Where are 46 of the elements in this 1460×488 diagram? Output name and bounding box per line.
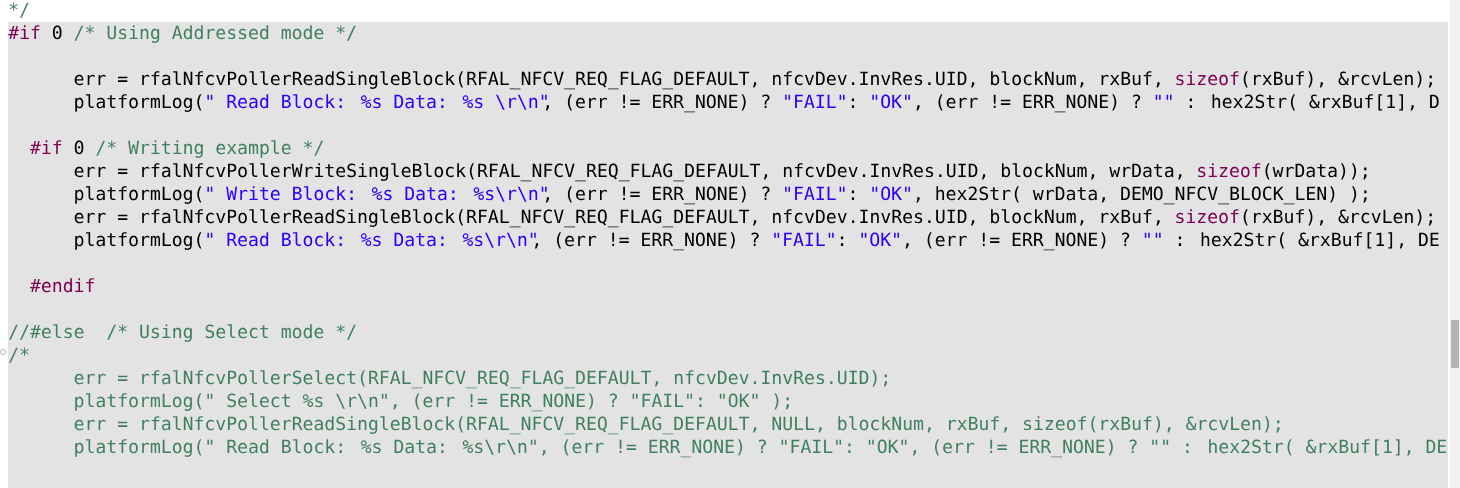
- code-text: : hex2Str( &rxBuf[1], D: [1189, 94, 1439, 111]
- code-comment: */: [9, 2, 29, 18]
- code-string: "OK": [861, 232, 900, 247]
- code-text: , hex2Str( wrData, DEMO_NFCV_BLOCK_LEN) );: [916, 186, 1367, 205]
- code-comment: /* Using Addressed mode */: [74, 25, 356, 43]
- code-string: "": [1155, 94, 1172, 100]
- code-text: err = rfalNfcvPollerReadSingleBlock(RFAL_NFCV_REQ_FLAG_DEFAULT, nfcvDev.InvRes.UID, blockNum, rxBuf,: [74, 209, 1160, 228]
- code-string: " Read Block: %s Data: %s\r\n": [207, 232, 536, 248]
- code-text: , (err != ERR_NONE) ?: [905, 232, 1130, 251]
- code-keyword: #if: [30, 140, 62, 154]
- code-string: "FAIL": [785, 186, 845, 200]
- code-string: "OK": [872, 186, 910, 201]
- code-text: : hex2Str( &rxBuf[1], DE: [1178, 232, 1439, 249]
- code-comment: /* Writing example */: [96, 140, 323, 158]
- code-comment: /* Using Select mode */: [107, 324, 356, 342]
- code-string: "": [1144, 232, 1161, 238]
- code-text: err = rfalNfcvPollerWriteSingleBlock(RFAL_NFCV_REQ_FLAG_DEFAULT, nfcvDev.InvRes.UID, blockNum, wrData,: [74, 163, 1182, 182]
- code-string: "FAIL": [785, 94, 845, 108]
- code-keyword: sizeof: [1176, 209, 1239, 224]
- code-comment: err = rfalNfcvPollerReadSingleBlock(RFAL_NFCV_REQ_FLAG_DEFAULT, NULL, blockNum, rxBuf, sizeof(rxBuf), &rcvLen);: [74, 416, 1280, 435]
- code-text: , (err != ERR_NONE) ?: [916, 94, 1141, 113]
- code-string: " Read Block: %s Data: %s \r\n": [207, 94, 547, 110]
- code-text: 0: [53, 25, 62, 40]
- code-keyword: #endif: [30, 278, 94, 293]
- code-text: (wrData));: [1265, 163, 1367, 180]
- code-keyword: #if: [8, 25, 40, 39]
- code-comment: /*: [9, 347, 29, 363]
- code-text: :: [840, 236, 844, 246]
- code-string: " Write Block: %s Data: %s\r\n": [207, 186, 547, 202]
- code-comment: err = rfalNfcvPollerSelect(RFAL_NFCV_REQ_FLAG_DEFAULT, nfcvDev.InvRes.UID);: [74, 370, 888, 389]
- code-text: :: [851, 98, 855, 108]
- code-comment: platformLog(" Select %s \r\n", (err != ERR_NONE) ? "FAIL": "OK" );: [75, 393, 789, 412]
- code-comment: //#else: [9, 324, 84, 340]
- code-text: err = rfalNfcvPollerReadSingleBlock(RFAL_NFCV_REQ_FLAG_DEFAULT, nfcvDev.InvRes.UID, blockNum, rxBuf,: [74, 71, 1160, 90]
- code-text: :: [851, 190, 855, 200]
- code-string: "OK": [872, 94, 910, 109]
- code-string: "FAIL": [774, 232, 834, 246]
- code-text: (rxBuf), &rcvLen);: [1243, 71, 1432, 88]
- code-text: platformLog(: [75, 232, 202, 250]
- code-text: platformLog(: [75, 94, 202, 112]
- code-text: (rxBuf), &rcvLen);: [1243, 209, 1432, 226]
- code-keyword: sizeof: [1176, 71, 1239, 86]
- code-comment: platformLog(" Read Block: %s Data: %s\r\n", (err != ERR_NONE) ? "FAIL": "OK", (err != ERR_NONE) ? "" : hex2Str( &rxBuf[1], DE: [75, 439, 1447, 458]
- code-text: 0: [74, 140, 84, 155]
- code-keyword: sizeof: [1198, 163, 1261, 178]
- code-text: platformLog(: [75, 186, 202, 204]
